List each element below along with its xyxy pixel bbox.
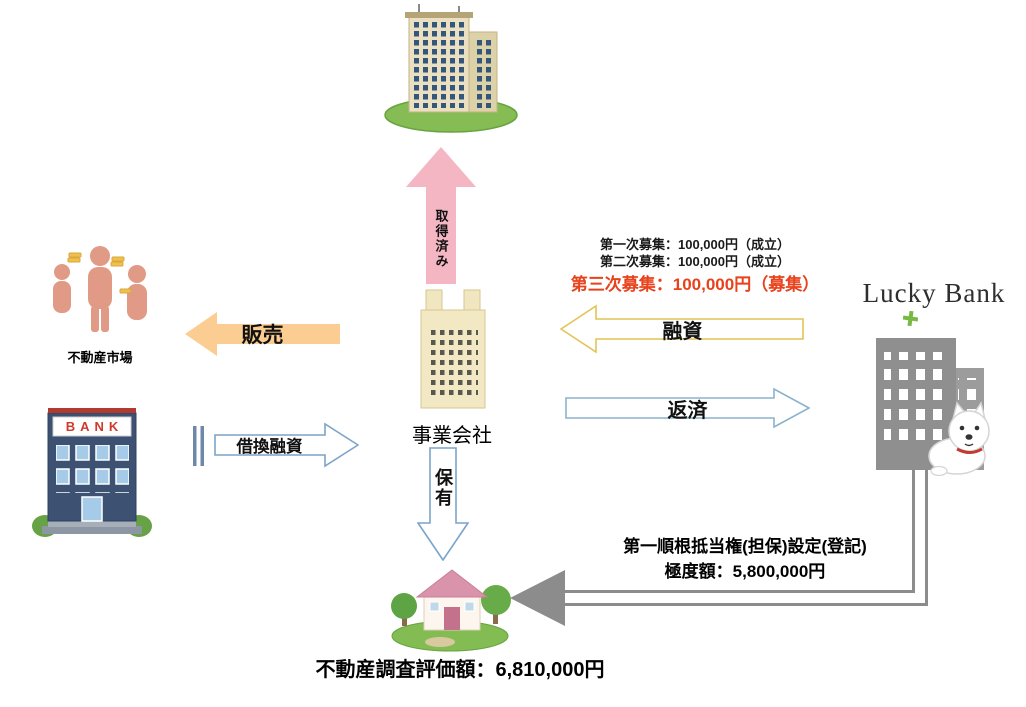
holding-arrow-label: 保有 <box>433 468 453 508</box>
mortgage-note: 第一順根抵当権(担保)設定(登記) 極度額：5,800,000円 <box>555 534 935 584</box>
left-arrow-outline-icon <box>560 304 804 354</box>
sale-arrow-label: 販売 <box>241 324 284 347</box>
market-label: 不動産市場 <box>67 350 133 365</box>
up-arrow-icon <box>406 147 476 284</box>
down-arrow-outline-icon <box>417 447 469 561</box>
lender-building-icon <box>876 338 990 476</box>
company-label: 事業会社 <box>412 425 492 447</box>
holding-arrow: 保有 <box>417 447 469 561</box>
sale-arrow: 販売 <box>185 312 340 356</box>
mortgage-arrow-icon <box>510 470 928 626</box>
valuation-label: 不動産調査評価額：6,810,000円 <box>315 659 605 681</box>
house-icon <box>391 569 511 652</box>
mortgage-line2: 極度額：5,800,000円 <box>664 562 826 581</box>
loan-arrow: 融資 <box>560 304 805 354</box>
left-arrow-solid-icon <box>185 312 340 356</box>
double-bar-icon <box>193 426 204 466</box>
funding-note-round1: 第一次募集：100,000円（成立） <box>600 237 790 252</box>
mortgage-line1: 第一順根抵当権(担保)設定(登記) <box>623 537 867 556</box>
funding-notes: 第一次募集：100,000円（成立） 第二次募集：100,000円（成立） 第三… <box>545 236 845 297</box>
acquired-building-icon <box>384 4 518 133</box>
acquired-arrow: 取得済み <box>406 147 476 284</box>
company-building-icon <box>420 289 486 409</box>
acquired-arrow-label: 取得済み <box>433 208 449 269</box>
repay-arrow-label: 返済 <box>667 399 708 422</box>
right-arrow-outline-icon <box>565 388 810 428</box>
refinance-arrow: 借換融資 <box>214 422 359 468</box>
loan-arrow-label: 融資 <box>662 320 703 343</box>
green-cross-icon <box>903 311 918 326</box>
refinance-arrow-label: 借換融資 <box>236 438 303 456</box>
market-people-icon <box>53 246 147 332</box>
repay-arrow: 返済 <box>565 388 810 428</box>
bank-building-icon <box>32 408 152 537</box>
funding-note-round3: 第三次募集：100,000円（募集） <box>570 275 820 294</box>
dog-icon <box>928 401 990 476</box>
bank-sign: BANK <box>65 419 124 434</box>
funding-note-round2: 第二次募集：100,000円（成立） <box>600 254 790 269</box>
right-arrow-outline-icon <box>214 422 359 468</box>
lender-logo: Lucky Bank <box>862 278 1006 308</box>
